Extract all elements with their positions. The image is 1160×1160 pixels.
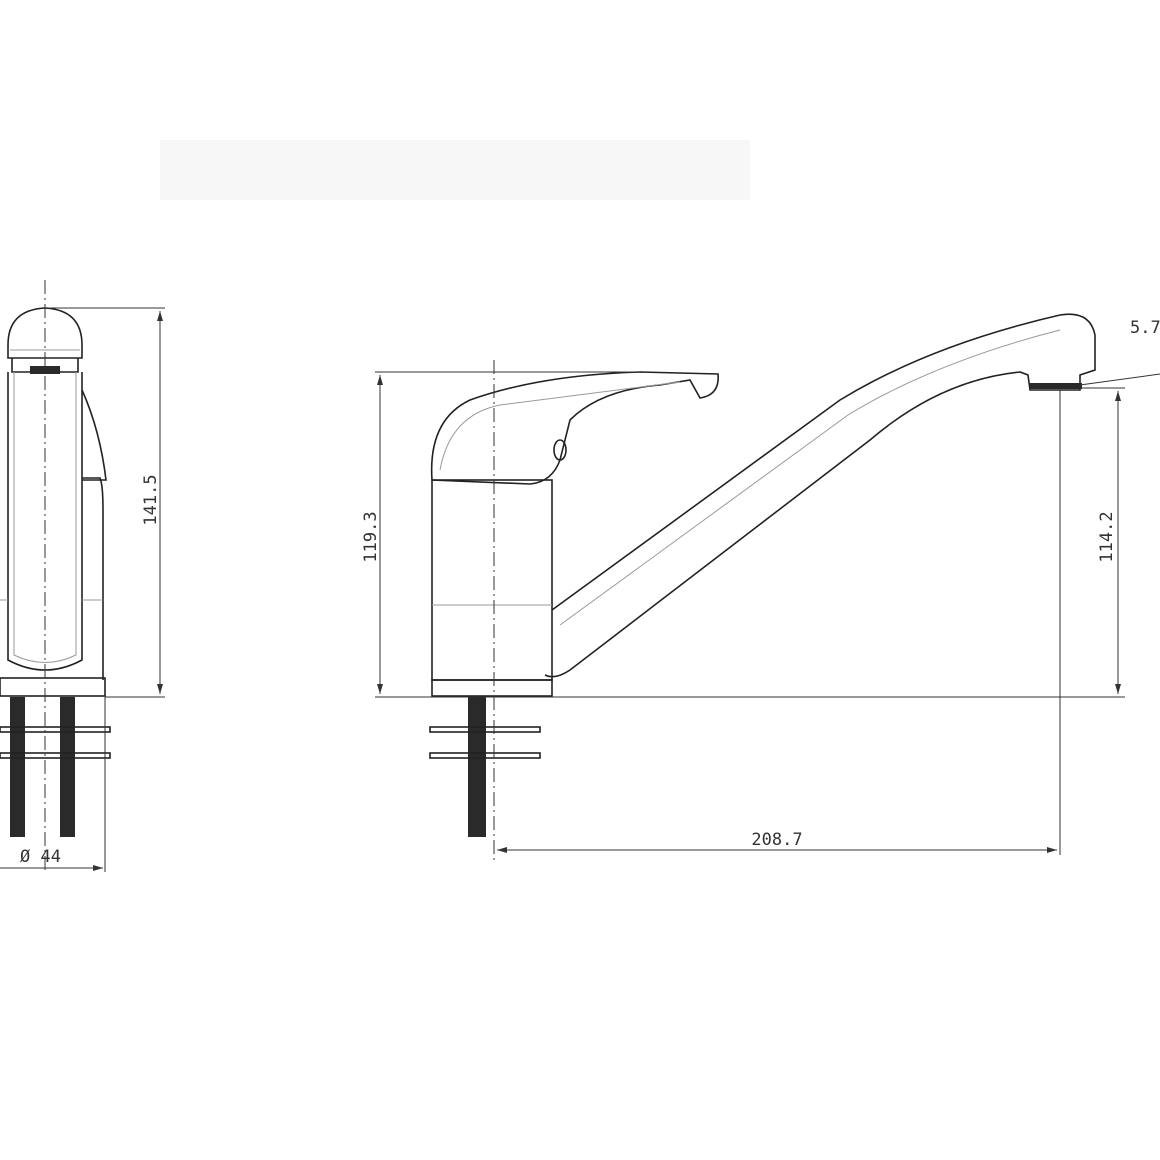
- left-supply-bolt: [10, 697, 25, 837]
- front-view: 141.5 Ø 44: [0, 280, 165, 872]
- side-body: [431, 479, 553, 681]
- front-spout-head: [7, 307, 83, 359]
- spout-angle-line: [1079, 373, 1160, 386]
- front-height-label: 141.5: [141, 474, 161, 525]
- side-lever-handle: [430, 371, 719, 485]
- diameter-label: Ø 44: [20, 847, 61, 867]
- body-height-label: 119.3: [361, 511, 381, 562]
- side-spout: [544, 313, 1096, 678]
- side-supply-bolt: [468, 697, 486, 837]
- faint-background-band: [160, 140, 750, 200]
- side-base: [431, 679, 553, 697]
- front-base: [0, 677, 106, 697]
- spout-height-label: 114.2: [1097, 511, 1117, 562]
- side-view: 119.3 114.2 208.7 5.7: [361, 313, 1160, 860]
- spout-reach-label: 208.7: [751, 830, 802, 850]
- right-supply-bolt: [60, 697, 75, 837]
- spout-angle-label: 5.7: [1130, 318, 1160, 338]
